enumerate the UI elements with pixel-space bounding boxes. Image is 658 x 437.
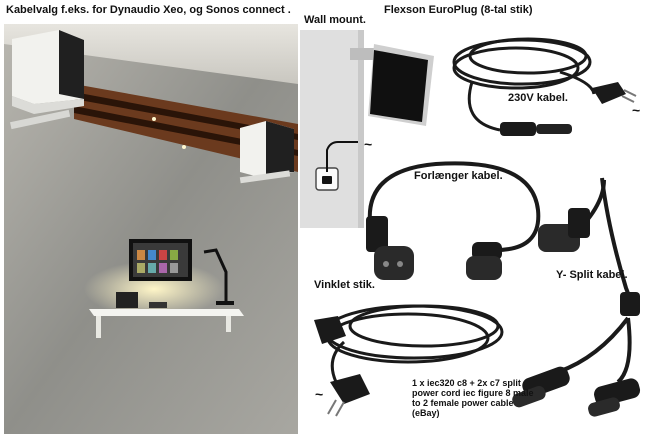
europlug-icon: [327, 374, 370, 417]
c7-connector-icon: [500, 122, 572, 136]
extension-label: Forlænger kabel.: [414, 170, 503, 182]
tilde-mark: ~: [364, 136, 373, 152]
wall-speaker-icon: [10, 30, 84, 130]
wall-shelf: [89, 309, 244, 316]
tilde-mark: ~: [315, 386, 324, 402]
cable-230v-photo: [442, 22, 654, 162]
c8-connector-icon: [366, 216, 414, 280]
tv-screen: [129, 239, 192, 281]
tilde-mark: ~: [632, 102, 641, 118]
c7-connector-icon: [588, 378, 641, 417]
angled-cable-photo: [304, 290, 514, 430]
page-title: Kabelvalg f.eks. for Dynaudio Xeo, og So…: [6, 4, 291, 16]
room-photo: [4, 24, 298, 434]
extension-cable-photo: [356, 150, 552, 288]
cable-230v-label: 230V kabel.: [508, 92, 568, 104]
c7-connector-icon: [466, 242, 502, 280]
ebay-description: 1 x iec320 c8 + 2x c7 split power cord i…: [412, 378, 534, 418]
europlug-icon: [592, 82, 637, 104]
angled-label: Vinklet stik.: [314, 279, 375, 291]
y-split-label: Y- Split kabel.: [556, 269, 628, 281]
c7-connector-icon: [314, 316, 346, 344]
wall-mount-photo: [300, 30, 442, 228]
wall-mount-label: Wall mount.: [304, 14, 366, 26]
wall-speaker-icon: [239, 121, 294, 184]
y-split-cable-photo: [508, 168, 656, 434]
flexson-label: Flexson EuroPlug (8-tal stik): [384, 4, 533, 16]
c8-connector-icon: [538, 208, 590, 252]
c7-connector-icon: [512, 366, 570, 408]
